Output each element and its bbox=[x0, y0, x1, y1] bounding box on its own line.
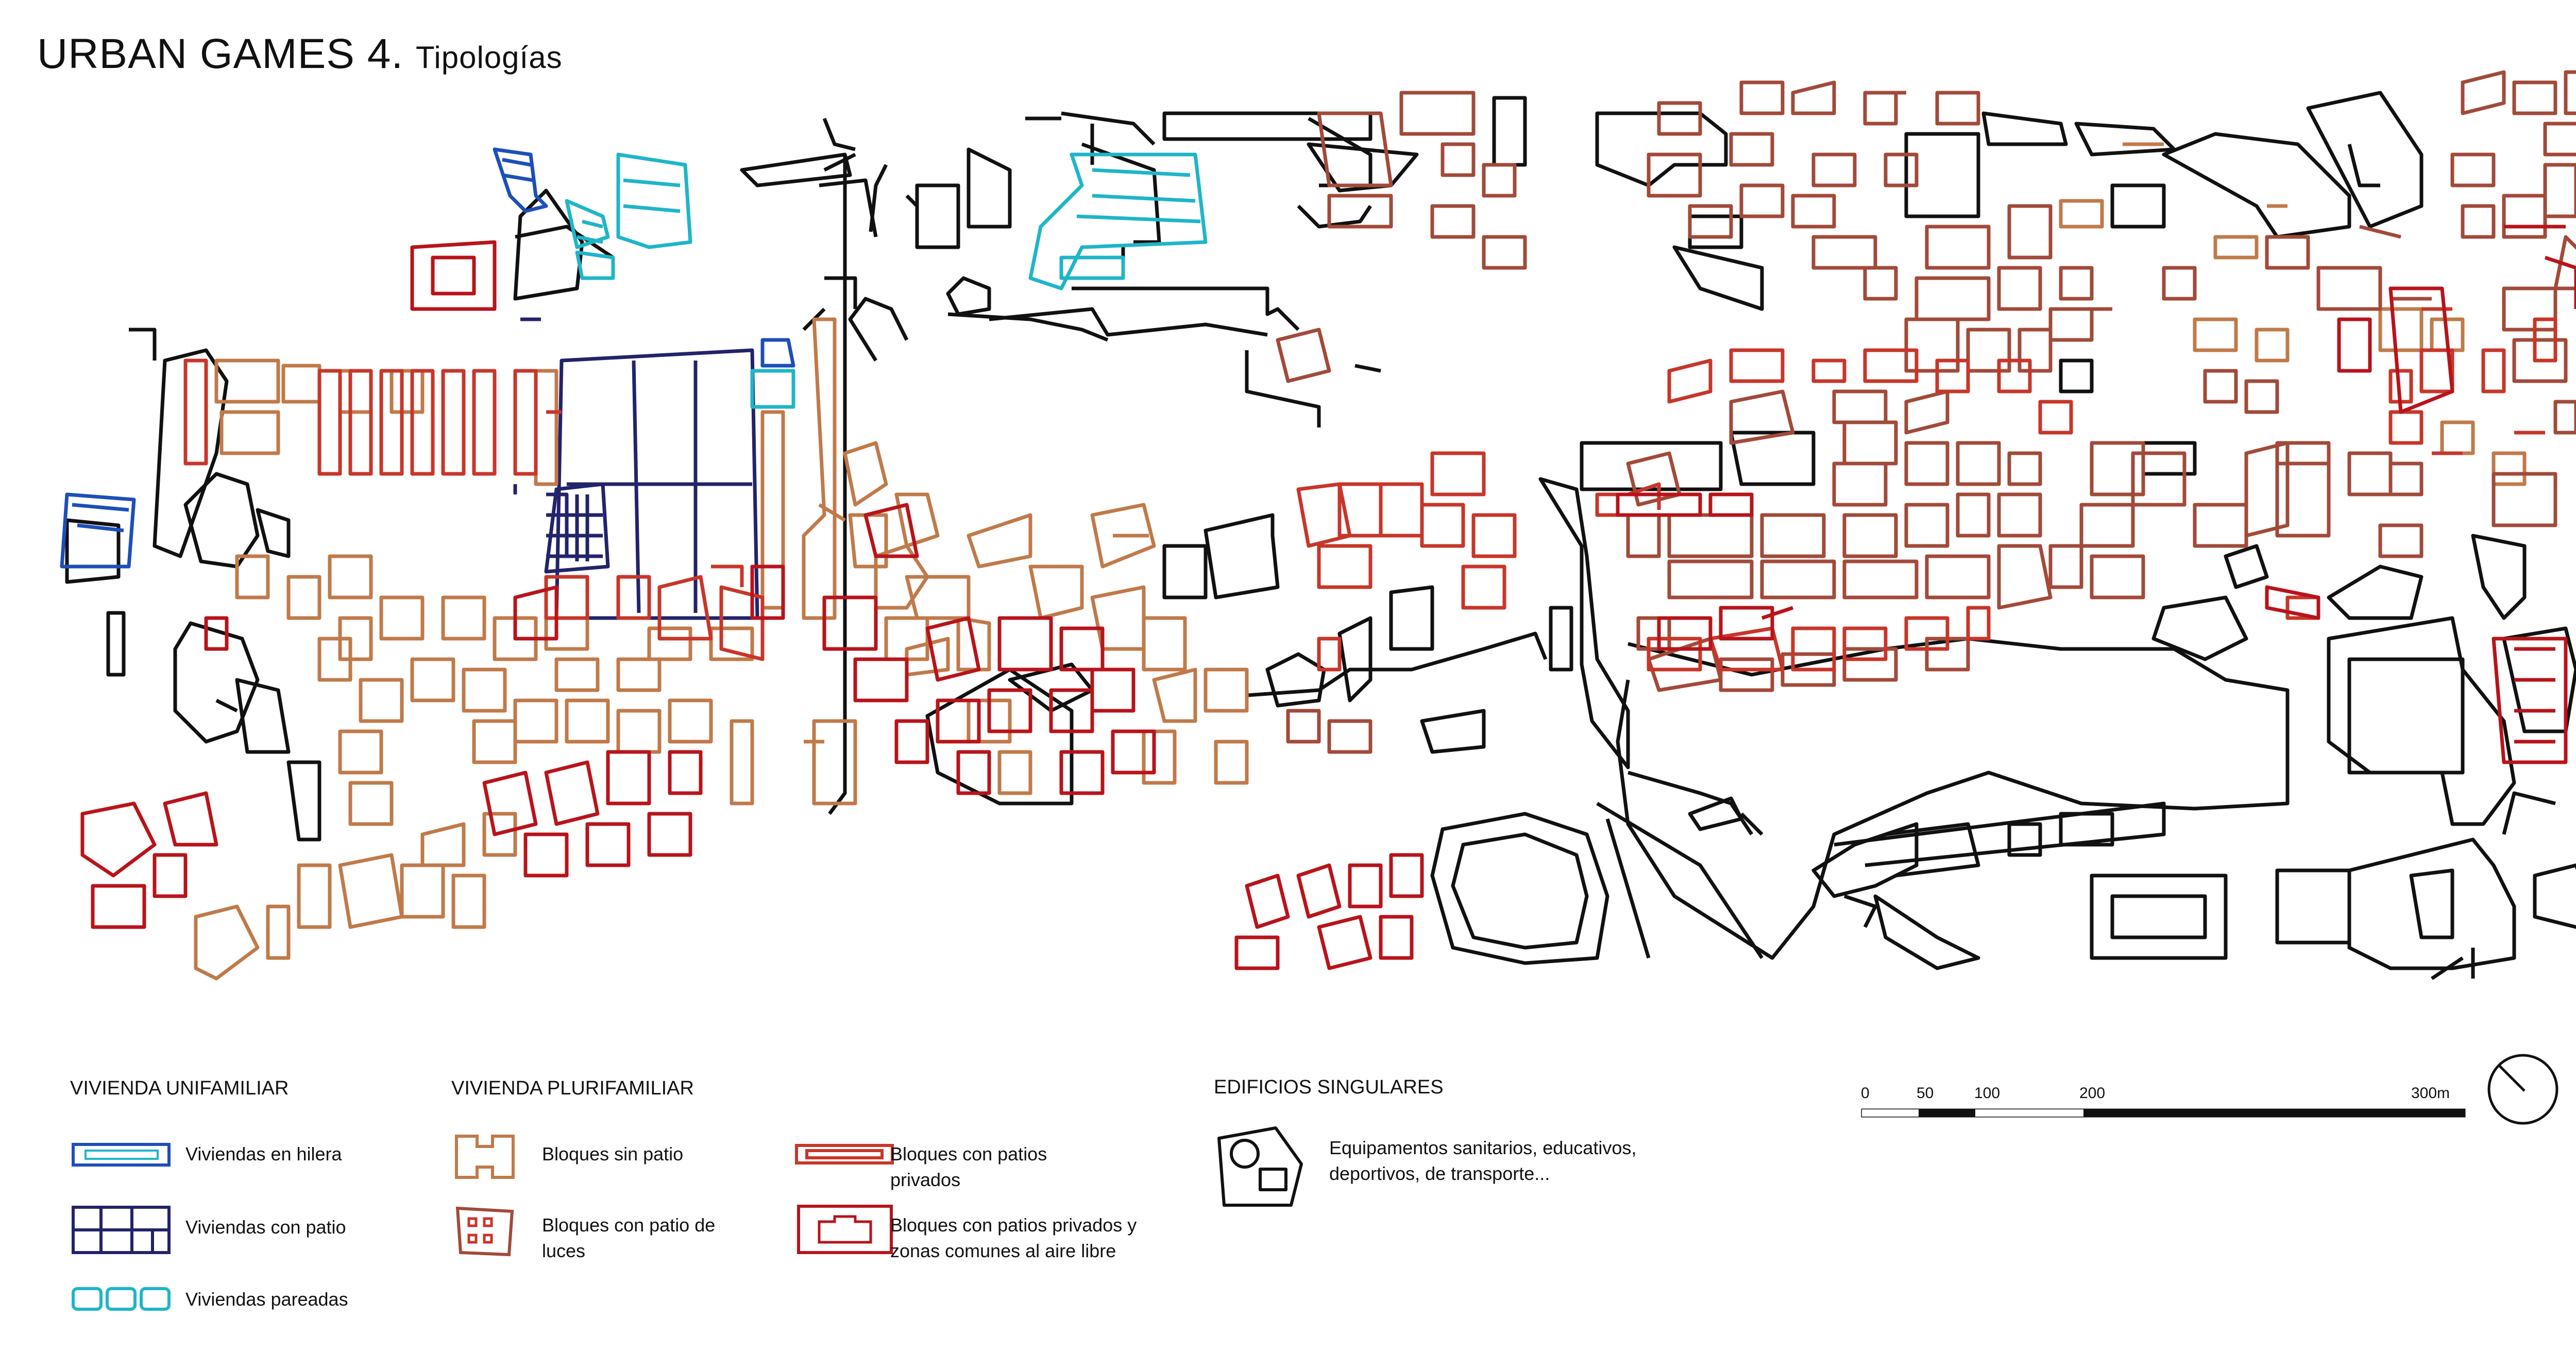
legend-heading-unifamiliar: VIVIENDA UNIFAMILIAR bbox=[70, 1077, 289, 1099]
singular-buildings bbox=[65, 91, 2576, 980]
viviendas-con-patio bbox=[513, 317, 759, 620]
swatch-viviendas-con-patio bbox=[72, 1206, 171, 1254]
legend-viviendas-en-hilera: Viviendas en hilera bbox=[185, 1143, 342, 1164]
legend-bloques-sin-patio: Bloques sin patio bbox=[542, 1143, 684, 1164]
scale-label-200: 200 bbox=[2079, 1085, 2106, 1102]
bloques-patios-y-zonas-comunes bbox=[80, 225, 2576, 970]
map-title: URBAN GAMES 4. Tipologías bbox=[37, 30, 563, 78]
legend-heading-plurifamiliar: VIVIENDA PLURIFAMILIAR bbox=[451, 1077, 694, 1099]
swatch-bloques-patios-y-zonas-comunes bbox=[797, 1205, 893, 1254]
swatch-viviendas-en-hilera bbox=[72, 1143, 171, 1167]
swatch-bloques-sin-patio bbox=[455, 1135, 515, 1179]
legend-viviendas-pareadas: Viviendas pareadas bbox=[185, 1289, 348, 1310]
swatch-viviendas-pareadas bbox=[72, 1287, 171, 1311]
swatch-bloques-con-patios-privados bbox=[795, 1144, 894, 1164]
legend-bloques-con-patio-de-luces: Bloques con patio de luces bbox=[542, 1214, 716, 1261]
legend-viviendas-con-patio: Viviendas con patio bbox=[185, 1217, 346, 1238]
scale-label-50: 50 bbox=[1917, 1085, 1934, 1102]
legend-heading-singulares: EDIFICIOS SINGULARES bbox=[1214, 1076, 1444, 1098]
title-main: URBAN GAMES 4. bbox=[37, 30, 404, 77]
bloques-con-patio-de-luces bbox=[1276, 70, 2576, 754]
north-arrow-icon bbox=[2487, 1054, 2558, 1125]
legend-edificios-singulares: Equipamentos sanitarios, educativos, dep… bbox=[1329, 1137, 1637, 1184]
swatch-bloques-con-patio-de-luces bbox=[455, 1206, 514, 1257]
scale-label-0: 0 bbox=[1861, 1085, 1870, 1102]
scale-label-100: 100 bbox=[1974, 1085, 2001, 1102]
swatch-edificios-singulares bbox=[1217, 1126, 1303, 1207]
viviendas-en-hilera bbox=[60, 147, 795, 569]
urban-map bbox=[60, 70, 2576, 981]
bloques-con-patios-privados bbox=[183, 307, 2557, 672]
viviendas-pareadas bbox=[565, 152, 1208, 409]
legend-bloques-con-patios-privados: Bloques con patios privados bbox=[890, 1143, 1047, 1190]
title-sub: Tipologías bbox=[415, 40, 563, 75]
scale-label-300: 300m bbox=[2411, 1085, 2450, 1102]
legend-bloques-patios-y-zonas-comunes: Bloques con patios privados y zonas comu… bbox=[890, 1214, 1137, 1261]
